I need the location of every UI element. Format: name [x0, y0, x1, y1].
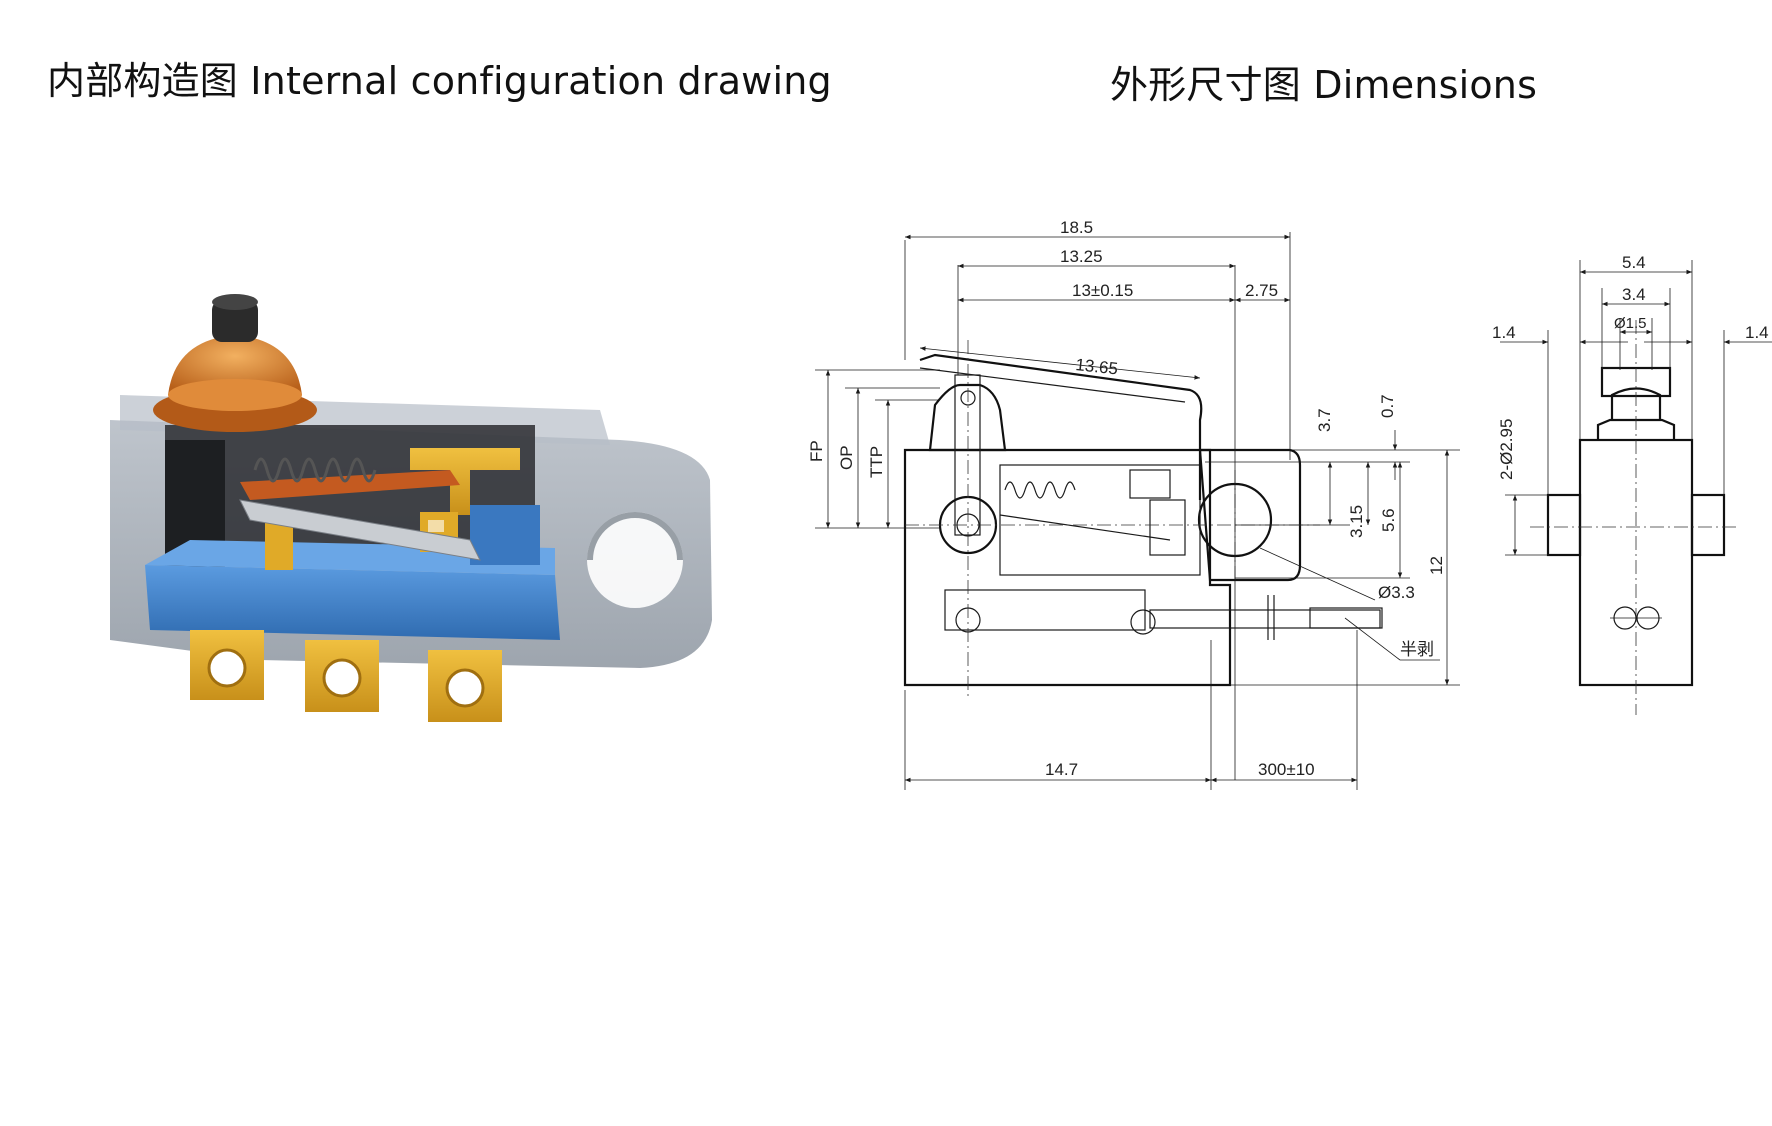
dim-0-7: 0.7	[1378, 394, 1397, 418]
dim-3-15: 3.15	[1347, 505, 1366, 538]
solder-terminals	[190, 630, 502, 722]
dim-14-7: 14.7	[1045, 760, 1078, 779]
side-view-drawing: 18.5 13.25 13±0.15 2.75 13.65 FP OP TTP …	[807, 218, 1460, 790]
spring	[253, 457, 377, 483]
dim-2-phi-2-95: 2-Ø2.95	[1497, 419, 1516, 480]
dim-5-4: 5.4	[1622, 253, 1646, 272]
terminal-marks	[1610, 606, 1662, 630]
dim-5-6: 5.6	[1379, 508, 1398, 532]
mounting-hole	[587, 512, 683, 608]
label-half-strip: 半剥	[1400, 640, 1434, 659]
dim-3-7: 3.7	[1315, 408, 1334, 432]
label-ttp: TTP	[867, 446, 886, 478]
dim-2-75: 2.75	[1245, 281, 1278, 300]
end-view-drawing: 5.4 3.4 Ø1.5 1.4 1.4 2-Ø2.95	[1492, 253, 1772, 715]
actuator-boot	[168, 335, 302, 395]
plunger-button	[212, 300, 258, 342]
internal-configuration-illustration	[110, 294, 712, 722]
dim-3-4: 3.4	[1622, 285, 1646, 304]
label-fp: FP	[807, 440, 826, 462]
dim-18-5: 18.5	[1060, 218, 1093, 237]
dim-13-tolerance: 13±0.15	[1072, 281, 1133, 300]
blue-base	[145, 565, 560, 640]
internal-drawing-title: 内部构造图 Internal configuration drawing	[47, 59, 832, 103]
dim-13-65: 13.65	[1075, 355, 1119, 378]
dim-1-4-left: 1.4	[1492, 323, 1516, 342]
copper-lever	[240, 470, 460, 500]
dim-phi-3-3: Ø3.3	[1378, 583, 1415, 602]
dim-13-25: 13.25	[1060, 247, 1103, 266]
dim-phi-1-5: Ø1.5	[1614, 315, 1647, 332]
dimensions-title: 外形尺寸图 Dimensions	[1110, 63, 1538, 107]
dim-300: 300±10	[1258, 760, 1315, 779]
side-body	[903, 448, 1232, 687]
label-op: OP	[837, 445, 856, 470]
dim-12: 12	[1427, 556, 1446, 575]
dim-1-4-right: 1.4	[1745, 323, 1769, 342]
